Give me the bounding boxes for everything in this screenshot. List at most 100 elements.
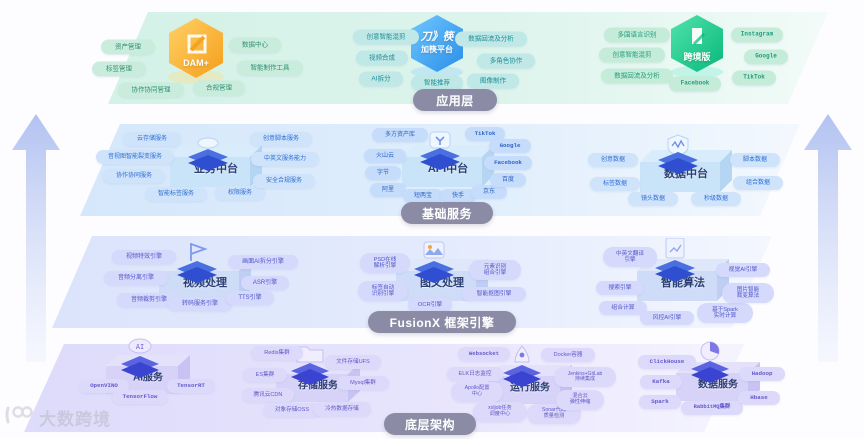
- hub-jiakuai-hexagon[interactable]: 刀》筷 加筷平台: [406, 12, 468, 80]
- chip-api-midend[interactable]: Google: [489, 139, 531, 153]
- chip-video-processing[interactable]: 转码服务引擎: [168, 297, 232, 311]
- chip-text-image-processing[interactable]: 标签自动 识别引擎: [358, 281, 408, 301]
- chip-data-service[interactable]: Hbase: [738, 391, 780, 405]
- chip-jiakuai[interactable]: 创意智能混剪: [353, 29, 419, 45]
- svg-text:AI: AI: [136, 343, 144, 351]
- chip-text-image-processing[interactable]: PSD在线 解析引擎: [360, 253, 410, 273]
- chip-api-midend[interactable]: 京东: [471, 185, 507, 199]
- chip-intelligent-algorithm[interactable]: 图片智能 裁变算法: [722, 283, 774, 303]
- chip-data-service[interactable]: Hadoop: [739, 367, 785, 381]
- chip-runtime-service[interactable]: xxljob任务 调度中心: [473, 402, 527, 422]
- chip-data-midend[interactable]: 创意数据: [588, 153, 638, 167]
- chip-business-midend[interactable]: 云存储服务: [123, 132, 181, 146]
- chip-ai-service[interactable]: OpenVINO: [79, 379, 129, 393]
- chip-intelligent-algorithm[interactable]: 组合计算: [599, 301, 647, 315]
- chip-kuajing[interactable]: Instagram: [731, 27, 783, 43]
- chip-runtime-service[interactable]: Docker容器: [541, 348, 595, 362]
- chip-video-processing[interactable]: 音频分离引擎: [104, 271, 168, 285]
- chip-kuajing[interactable]: 创意智能混剪: [599, 47, 665, 63]
- chip-data-midend[interactable]: 脚本数据: [730, 153, 780, 167]
- chip-runtime-service[interactable]: ELK日志监控: [447, 367, 503, 381]
- chip-ai-service[interactable]: TensorFlow: [112, 390, 168, 404]
- chip-api-midend[interactable]: 快手: [440, 189, 476, 203]
- chip-dam[interactable]: 资产管理: [101, 39, 155, 55]
- intelligent-algorithm-disc-icon: [653, 238, 697, 282]
- chip-kuajing[interactable]: TikTok: [732, 70, 776, 86]
- storage-service-disc-icon: [289, 345, 331, 385]
- chip-kuajing[interactable]: Google: [744, 49, 788, 65]
- chip-api-midend[interactable]: 短两宝: [403, 189, 443, 203]
- chip-video-processing[interactable]: 画面AI拆分引擎: [228, 255, 298, 269]
- chip-data-service[interactable]: Kafka: [640, 375, 682, 389]
- chip-text-image-processing[interactable]: 智能抠图引擎: [462, 287, 526, 301]
- chip-data-midend[interactable]: 组合数据: [733, 176, 783, 190]
- chip-jiakuai[interactable]: 智能推荐: [411, 75, 463, 91]
- hub-dam-label: DAM+: [183, 58, 209, 68]
- chip-api-midend[interactable]: Facebook: [484, 156, 532, 170]
- chip-api-midend[interactable]: 字节: [365, 166, 401, 180]
- chip-api-midend[interactable]: 阿里: [370, 183, 406, 197]
- chip-jiakuai[interactable]: 图像制作: [467, 73, 519, 89]
- chip-business-midend[interactable]: 创意脚本服务: [250, 132, 312, 146]
- chip-jiakuai[interactable]: AI拆分: [359, 71, 403, 87]
- flow-arrow-right: [800, 112, 856, 364]
- chip-jiakuai[interactable]: 数据回流及分析: [455, 31, 527, 47]
- chip-runtime-service[interactable]: Jenkins+GitLab 持续集成: [554, 367, 616, 387]
- hub-ai-service-label: AI服务: [133, 372, 163, 384]
- chip-data-service[interactable]: ClickHouse: [638, 355, 696, 369]
- chip-dam[interactable]: 智能制作工具: [237, 60, 303, 76]
- chip-kuajing[interactable]: 多国语言识别: [604, 27, 670, 43]
- chip-video-processing[interactable]: 音频裁剪引擎: [117, 293, 181, 307]
- hub-kuajing-label: 跨境版: [683, 52, 711, 62]
- chip-storage-service[interactable]: Mysql集群: [337, 376, 389, 390]
- chip-business-midend[interactable]: 权限服务: [215, 186, 265, 200]
- chip-intelligent-algorithm[interactable]: 搜索引擎: [596, 281, 644, 295]
- chip-jiakuai[interactable]: 多角色协作: [477, 53, 535, 69]
- chip-runtime-service[interactable]: 混合云 弹性伸缩: [556, 390, 604, 410]
- chip-storage-service[interactable]: Redis集群: [251, 346, 303, 360]
- chip-api-midend[interactable]: 火山云: [364, 149, 406, 163]
- chip-text-image-processing[interactable]: 元素识别 组合引擎: [469, 260, 521, 280]
- chip-business-midend[interactable]: 智能标签服务: [145, 187, 207, 201]
- chip-jiakuai[interactable]: 视频合成: [356, 50, 408, 66]
- chip-dam[interactable]: 合规管理: [193, 80, 245, 96]
- chip-data-midend[interactable]: 秒级数据: [691, 192, 741, 206]
- chip-api-midend[interactable]: TikTok: [465, 127, 505, 141]
- chip-intelligent-algorithm[interactable]: 风控AI引擎: [640, 311, 694, 325]
- chip-data-service[interactable]: Spark: [639, 395, 681, 409]
- chip-storage-service[interactable]: 文件存储UFS: [325, 355, 381, 369]
- chip-intelligent-algorithm[interactable]: 基于Spark 实时计算: [697, 303, 753, 323]
- chip-intelligent-algorithm[interactable]: 中英文翻译 引擎: [603, 247, 657, 267]
- watermark: 大数跨境: [4, 404, 111, 431]
- chip-data-midend[interactable]: 镜头数据: [628, 192, 678, 206]
- chip-dam[interactable]: 协作协同管理: [118, 82, 184, 98]
- chip-api-midend[interactable]: 百度: [490, 173, 526, 187]
- chip-data-midend[interactable]: 标签数据: [590, 177, 640, 191]
- chip-video-processing[interactable]: TTS引擎: [226, 291, 274, 305]
- chip-text-image-processing[interactable]: OCR引擎: [408, 298, 452, 312]
- hub-kuajing-hexagon[interactable]: 跨境版: [666, 12, 728, 80]
- chip-api-midend[interactable]: 多方资产库: [372, 128, 428, 142]
- hub-data-service-label: 数据服务: [698, 379, 738, 391]
- chip-runtime-service[interactable]: Apollo配置 中心: [451, 382, 503, 402]
- chip-ai-service[interactable]: TensorRT: [167, 379, 215, 393]
- chip-storage-service[interactable]: 腾讯云CDN: [242, 388, 294, 402]
- chip-business-midend[interactable]: 安全合规服务: [253, 174, 315, 188]
- chip-video-processing[interactable]: ASR引擎: [241, 276, 289, 290]
- chip-business-midend[interactable]: 中英文服务能力: [251, 152, 319, 166]
- chip-business-midend[interactable]: 协作协同服务: [103, 169, 165, 183]
- chip-dam[interactable]: 数据中心: [229, 37, 281, 53]
- chip-kuajing[interactable]: Facebook: [669, 76, 721, 92]
- chip-storage-service[interactable]: 对象存储OSS: [263, 403, 321, 417]
- band-label-application: 应用层: [413, 89, 497, 111]
- chip-video-processing[interactable]: 视频特效引擎: [112, 250, 176, 264]
- hub-dam-hexagon[interactable]: DAM+: [163, 14, 229, 86]
- chip-storage-service[interactable]: 冷热数据存储: [313, 402, 371, 416]
- chip-intelligent-algorithm[interactable]: 视觉AI引擎: [716, 263, 770, 277]
- chip-business-midend[interactable]: 音视图智能裂变服务: [96, 150, 174, 164]
- chip-data-service[interactable]: RabbitMQ集群: [681, 401, 743, 415]
- chip-dam[interactable]: 标签管理: [92, 61, 146, 77]
- chip-kuajing[interactable]: 数据回流及分析: [601, 68, 673, 84]
- chip-storage-service[interactable]: ES集群: [243, 368, 287, 382]
- chip-runtime-service[interactable]: Websocket: [458, 347, 510, 361]
